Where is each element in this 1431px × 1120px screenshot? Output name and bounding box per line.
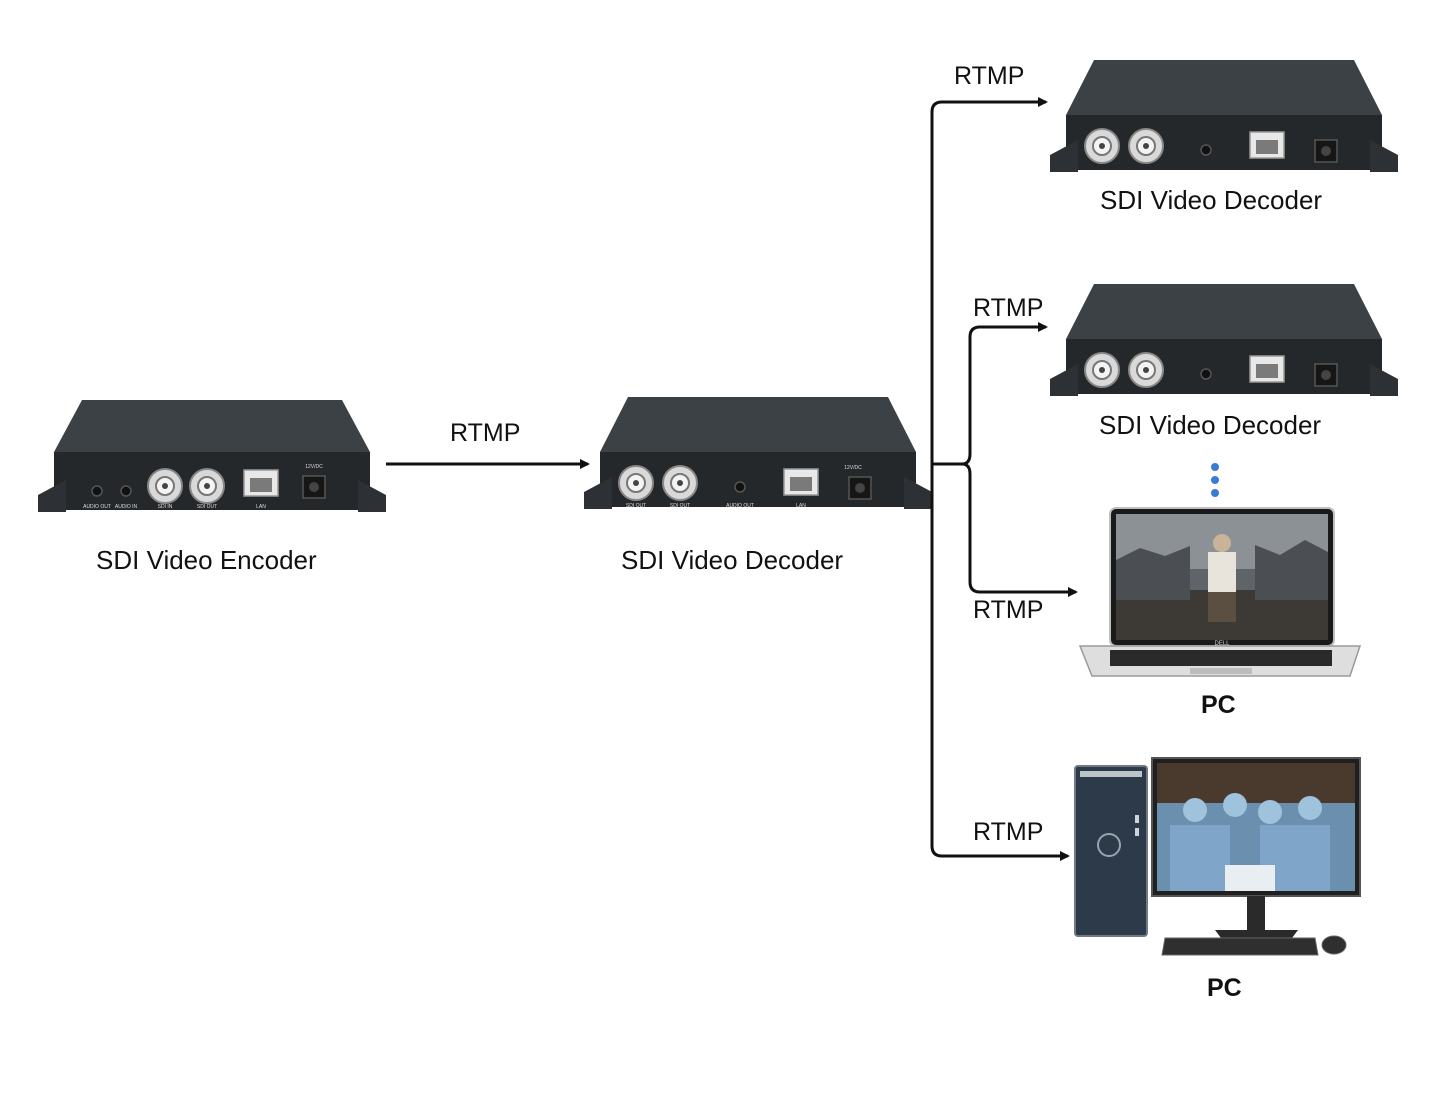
- rtmp-label-decoder-top: RTMP: [954, 62, 1025, 90]
- rtmp-label-laptop: RTMP: [973, 596, 1044, 624]
- encoder-label: SDI Video Encoder: [96, 545, 317, 575]
- rtmp-label-enc-to-dec: RTMP: [450, 419, 521, 447]
- desktop-computer-icon: [1074, 757, 1361, 956]
- decoder-device-icon: [1049, 59, 1399, 173]
- decoder-main-label: SDI Video Decoder: [621, 545, 844, 575]
- encoder-port-sdi-out: SDI OUT: [197, 504, 217, 510]
- decoder-top-label: SDI Video Decoder: [1100, 185, 1323, 215]
- decoder-port-sdi-out-1: SDI OUT: [626, 503, 646, 509]
- laptop-label: PC: [1201, 691, 1236, 719]
- rtmp-label-desktop: RTMP: [973, 818, 1044, 846]
- encoder-device-icon: AUDIO OUT AUDIO IN SDI IN SDI OUT LAN 12…: [38, 400, 386, 512]
- decoder-mid-label: SDI Video Decoder: [1099, 410, 1322, 440]
- decoder-port-sdi-out-2: SDI OUT: [670, 503, 690, 509]
- decoder-device-icon: SDI OUT SDI OUT AUDIO OUT LAN 12V/DC: [583, 396, 933, 510]
- rtmp-label-decoder-mid: RTMP: [973, 294, 1044, 322]
- encoder-port-sdi-in: SDI IN: [158, 504, 173, 510]
- decoder-device-icon: [1049, 283, 1399, 397]
- encoder-port-lan: LAN: [256, 504, 266, 510]
- connector-lines: [386, 97, 1078, 861]
- ellipsis-dots-icon: [1211, 463, 1219, 497]
- laptop-icon: DELL: [1078, 507, 1362, 677]
- decoder-port-audio-out: AUDIO OUT: [726, 503, 754, 509]
- encoder-power-label: 12V/DC: [305, 464, 323, 470]
- decoder-power-label: 12V/DC: [844, 465, 862, 471]
- arrow-bus-inner: [961, 322, 1048, 466]
- encoder-port-audio-in: AUDIO IN: [115, 504, 138, 510]
- decoder-port-lan: LAN: [796, 503, 806, 509]
- arrow-bus-outer: [930, 97, 1048, 113]
- desktop-label: PC: [1207, 974, 1242, 1002]
- laptop-brand-logo: DELL: [1214, 641, 1230, 647]
- encoder-port-audio-out: AUDIO OUT: [83, 504, 111, 510]
